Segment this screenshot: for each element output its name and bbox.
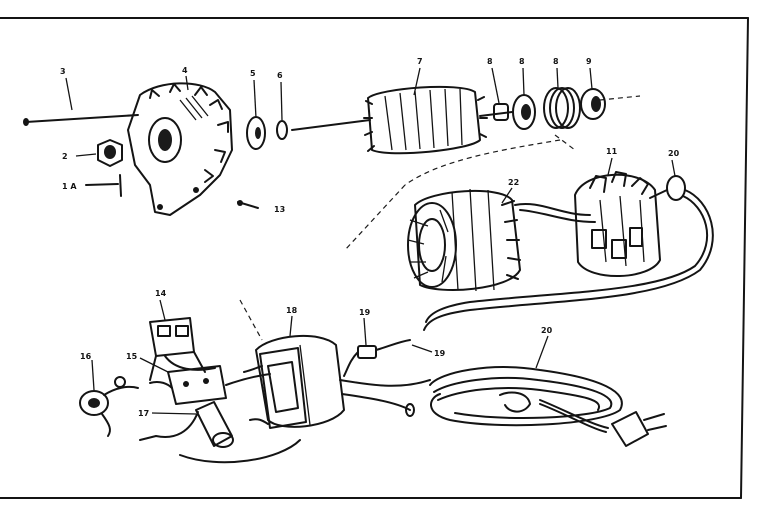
callout-19-connector: 19 bbox=[359, 308, 371, 317]
brush-end-frame bbox=[574, 171, 661, 278]
cord-strain-relief bbox=[423, 175, 714, 331]
callout-8-bearing: 8 bbox=[519, 57, 525, 66]
callout-2: 2 bbox=[62, 152, 68, 161]
bearing-sleeve bbox=[493, 103, 509, 121]
callout-7: 7 bbox=[417, 57, 423, 66]
transformer-housing bbox=[243, 334, 345, 429]
internal-lead-wires bbox=[339, 379, 431, 417]
through-bolt bbox=[23, 114, 139, 126]
callout-20-line-cord: 20 bbox=[541, 326, 553, 335]
callout-22: 22 bbox=[508, 178, 519, 187]
callout-11: 11 bbox=[606, 147, 618, 156]
bearing-nut bbox=[97, 139, 123, 167]
callout-labels: 3 4 5 6 7 8 8 8 9 2 1 A 13 22 11 20 14 1… bbox=[60, 57, 680, 418]
callout-16: 16 bbox=[80, 352, 92, 361]
callout-leaders bbox=[65, 67, 676, 415]
callout-3: 3 bbox=[60, 67, 66, 76]
callout-5: 5 bbox=[250, 69, 256, 78]
callout-4: 4 bbox=[182, 66, 188, 75]
callout-6: 6 bbox=[277, 71, 283, 80]
diagram-frame bbox=[0, 17, 749, 499]
callout-15: 15 bbox=[126, 352, 138, 361]
thermal-protector bbox=[79, 376, 139, 437]
callout-8-sleeve: 8 bbox=[487, 57, 493, 66]
capacitor bbox=[139, 401, 301, 464]
assembly-guide-lines bbox=[239, 95, 641, 341]
bearing bbox=[512, 94, 536, 130]
spacer-washer bbox=[276, 120, 288, 140]
small-screw bbox=[85, 174, 122, 197]
stator-field bbox=[407, 188, 521, 292]
line-cord-with-plug bbox=[429, 366, 667, 447]
callout-14: 14 bbox=[155, 289, 167, 298]
end-cap bbox=[580, 88, 606, 120]
wire-connector bbox=[343, 339, 411, 377]
end-bell-housing bbox=[127, 82, 233, 216]
bearing-spring bbox=[543, 87, 581, 129]
callout-9: 9 bbox=[586, 57, 592, 66]
housing-screw bbox=[237, 200, 259, 209]
field-lead-wire bbox=[514, 203, 596, 223]
armature bbox=[291, 85, 513, 155]
callout-1a: 1 A bbox=[62, 182, 77, 191]
callout-18: 18 bbox=[286, 306, 298, 315]
callout-13: 13 bbox=[274, 205, 285, 214]
callout-20-cord-clamp: 20 bbox=[668, 149, 680, 158]
callout-19-lead: 19 bbox=[434, 349, 446, 358]
callout-17: 17 bbox=[138, 409, 149, 418]
callout-8-spring: 8 bbox=[553, 57, 559, 66]
terminal-block bbox=[149, 365, 271, 405]
thrust-washer bbox=[246, 116, 266, 150]
